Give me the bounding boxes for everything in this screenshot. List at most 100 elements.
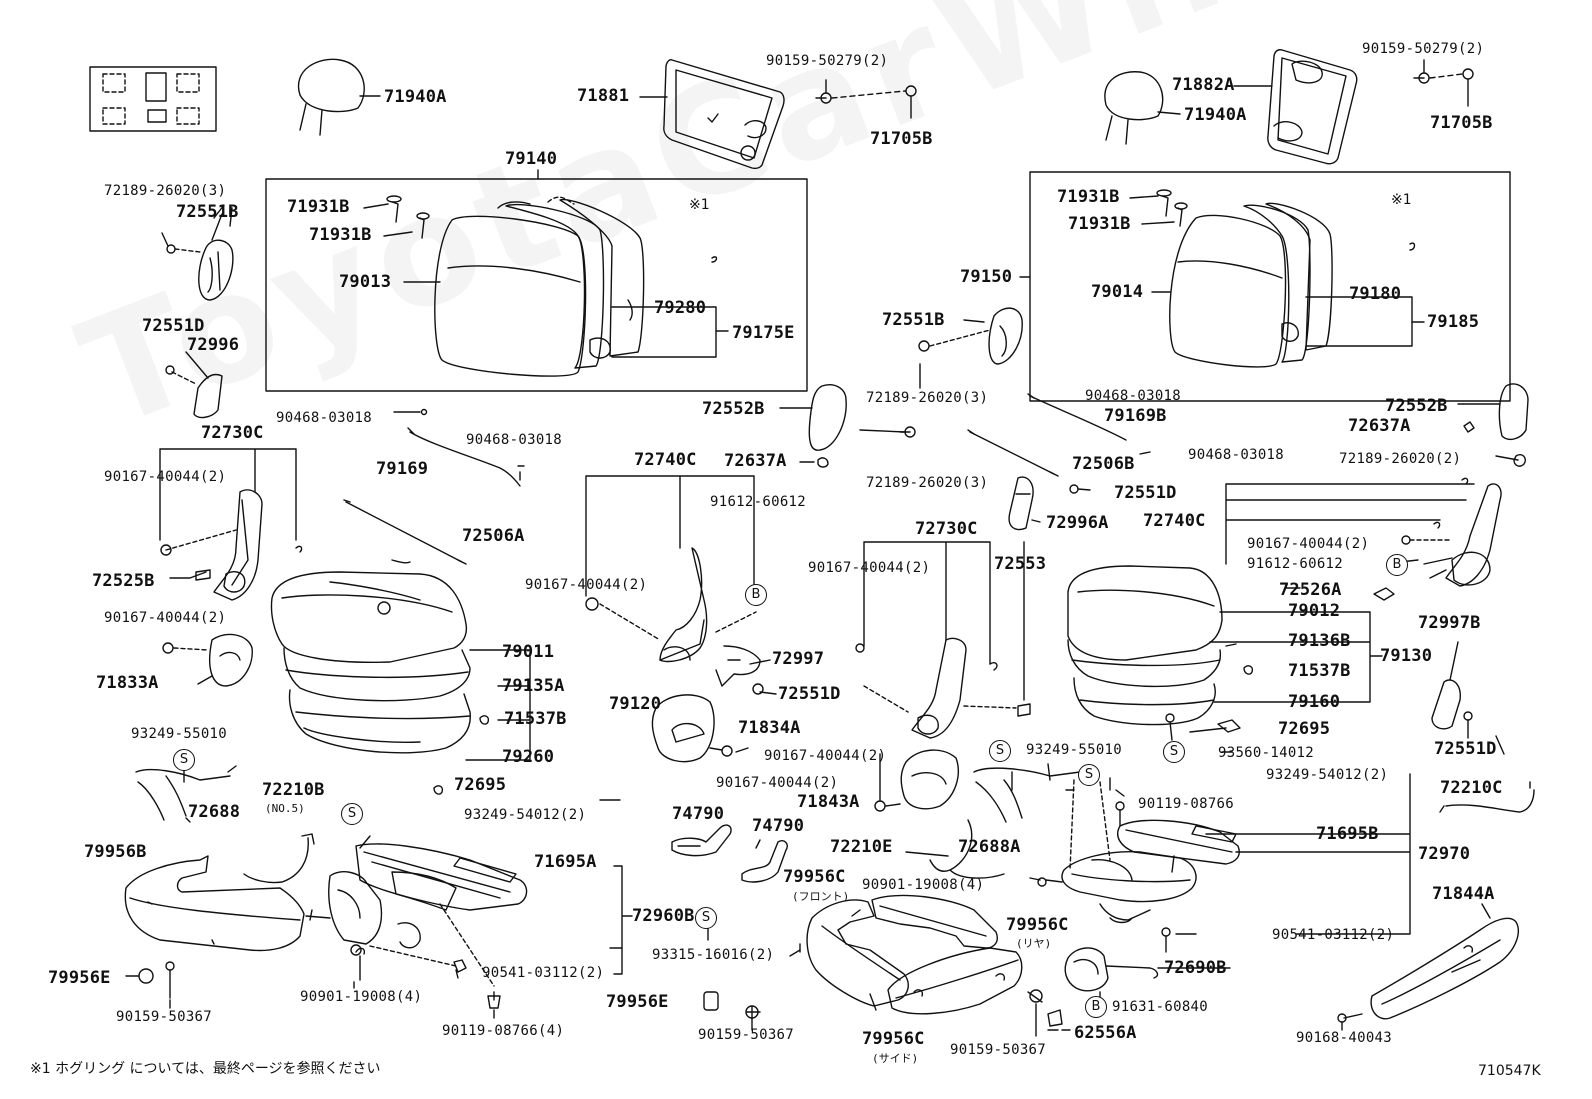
s-badge: S bbox=[1163, 741, 1185, 763]
seatback-board-left bbox=[639, 59, 917, 170]
part-label: 72189-26020(3) bbox=[866, 390, 989, 406]
part-label: 72740C bbox=[634, 450, 697, 470]
part-label: 79013 bbox=[339, 272, 392, 292]
footnote: ※1 ホグリング については、最終ページを参照ください bbox=[30, 1061, 381, 1077]
part-label: 79956E bbox=[606, 992, 669, 1012]
part-label: 71931B bbox=[1057, 187, 1120, 207]
part-label: 62556A bbox=[1074, 1023, 1137, 1043]
note-mark: ※1 bbox=[1391, 192, 1412, 208]
part-label: 90119-08766(4) bbox=[442, 1023, 565, 1039]
lower-left-parts bbox=[124, 765, 633, 1009]
part-label: 72740C bbox=[1143, 511, 1206, 531]
part-label: 72688A bbox=[958, 837, 1021, 857]
part-label: 72552B bbox=[1385, 396, 1448, 416]
part-label: (NO.5) bbox=[265, 802, 305, 815]
b-badge: B bbox=[1085, 996, 1107, 1018]
part-label: 79011 bbox=[502, 642, 555, 662]
part-label: 90167-40044(2) bbox=[525, 577, 648, 593]
leader-lines bbox=[161, 204, 1505, 1031]
part-label: 93315-16016(2) bbox=[652, 947, 775, 963]
seat-cushion-left bbox=[270, 571, 531, 761]
part-label: 71843A bbox=[797, 792, 860, 812]
part-label: 72996 bbox=[187, 335, 240, 355]
part-label: 91612-60612 bbox=[710, 494, 807, 510]
part-label: 72690B bbox=[1164, 958, 1227, 978]
part-label: 71537B bbox=[504, 709, 567, 729]
part-label: 72551D bbox=[778, 684, 841, 704]
part-label: 71931B bbox=[1068, 214, 1131, 234]
part-label: 72997B bbox=[1418, 613, 1481, 633]
part-label: 79130 bbox=[1380, 646, 1433, 666]
part-label: 72996A bbox=[1046, 513, 1109, 533]
part-label: 71695A bbox=[534, 852, 597, 872]
part-label: 90468-03018 bbox=[1085, 388, 1182, 404]
part-label: 90159-50367 bbox=[950, 1042, 1047, 1058]
note-mark: ※1 bbox=[689, 197, 710, 213]
part-label: 79175E bbox=[732, 323, 795, 343]
part-label: 72551B bbox=[176, 202, 239, 222]
part-label: 74790 bbox=[672, 804, 725, 824]
part-label: 72189-26020(3) bbox=[866, 475, 989, 491]
part-label: 79180 bbox=[1349, 284, 1402, 304]
lower-center-parts bbox=[671, 749, 1081, 1037]
part-label: 90167-40044(2) bbox=[764, 748, 887, 764]
part-label: 93249-54012(2) bbox=[464, 807, 587, 823]
part-label: 93560-14012 bbox=[1218, 745, 1315, 761]
part-label: 91612-60612 bbox=[1247, 556, 1344, 572]
part-label: 71881 bbox=[577, 86, 630, 106]
part-label: 71705B bbox=[870, 129, 933, 149]
part-label: 72551D bbox=[1434, 739, 1497, 759]
part-label: 79169B bbox=[1104, 406, 1167, 426]
part-label: 72526A bbox=[1279, 580, 1342, 600]
part-label: 72997 bbox=[772, 649, 825, 669]
headrest-right bbox=[1104, 71, 1181, 145]
rods-left bbox=[343, 408, 525, 565]
part-label: 72551D bbox=[1114, 483, 1177, 503]
part-label: 72210B bbox=[262, 780, 325, 800]
b-badge: B bbox=[745, 584, 767, 606]
s-badge: S bbox=[173, 749, 195, 771]
part-label: 79160 bbox=[1288, 692, 1341, 712]
part-label: 72688 bbox=[188, 802, 241, 822]
part-label: 79260 bbox=[502, 747, 555, 767]
part-label: 90541-03112(2) bbox=[1272, 927, 1395, 943]
part-label: 71940A bbox=[1184, 105, 1247, 125]
lower-right-parts bbox=[1029, 773, 1535, 1031]
headrest-left bbox=[297, 58, 381, 136]
s-badge: S bbox=[989, 740, 1011, 762]
part-label: 90159-50367 bbox=[698, 1027, 795, 1043]
s-badge: S bbox=[1078, 764, 1100, 786]
part-label: 79956C bbox=[1006, 915, 1069, 935]
part-label: 72189-26020(2) bbox=[1339, 451, 1462, 467]
s-badge: S bbox=[341, 803, 363, 825]
part-label: 72210E bbox=[830, 837, 893, 857]
part-label: 90468-03018 bbox=[276, 410, 373, 426]
part-label: 79120 bbox=[609, 694, 662, 714]
part-label: 72553 bbox=[994, 554, 1047, 574]
part-label: 71695B bbox=[1316, 824, 1379, 844]
part-label: 72551B bbox=[882, 310, 945, 330]
part-label: 93249-54012(2) bbox=[1266, 767, 1389, 783]
part-label: 71705B bbox=[1430, 113, 1493, 133]
part-label: 90167-40044(2) bbox=[104, 610, 227, 626]
part-label: 71931B bbox=[287, 197, 350, 217]
part-label: 90901-19008(4) bbox=[300, 989, 423, 1005]
part-label: 72525B bbox=[92, 571, 155, 591]
part-label: 79280 bbox=[654, 298, 707, 318]
part-label: 79956C bbox=[783, 867, 846, 887]
part-label: 72552B bbox=[702, 399, 765, 419]
part-label: 79012 bbox=[1288, 601, 1341, 621]
part-label: 72695 bbox=[1278, 719, 1331, 739]
part-label: 90167-40044(2) bbox=[716, 775, 839, 791]
part-label: 90159-50279(2) bbox=[1362, 41, 1485, 57]
recliner-mid bbox=[855, 541, 1031, 739]
part-label: 74790 bbox=[752, 816, 805, 836]
part-label: 90901-19008(4) bbox=[862, 877, 985, 893]
seat-index-icon bbox=[89, 66, 217, 132]
part-label: 90468-03018 bbox=[1188, 447, 1285, 463]
part-label: 72695 bbox=[454, 775, 507, 795]
part-label: 72960B bbox=[632, 906, 695, 926]
part-label: 79185 bbox=[1427, 312, 1480, 332]
part-label: 90541-03112(2) bbox=[482, 965, 605, 981]
